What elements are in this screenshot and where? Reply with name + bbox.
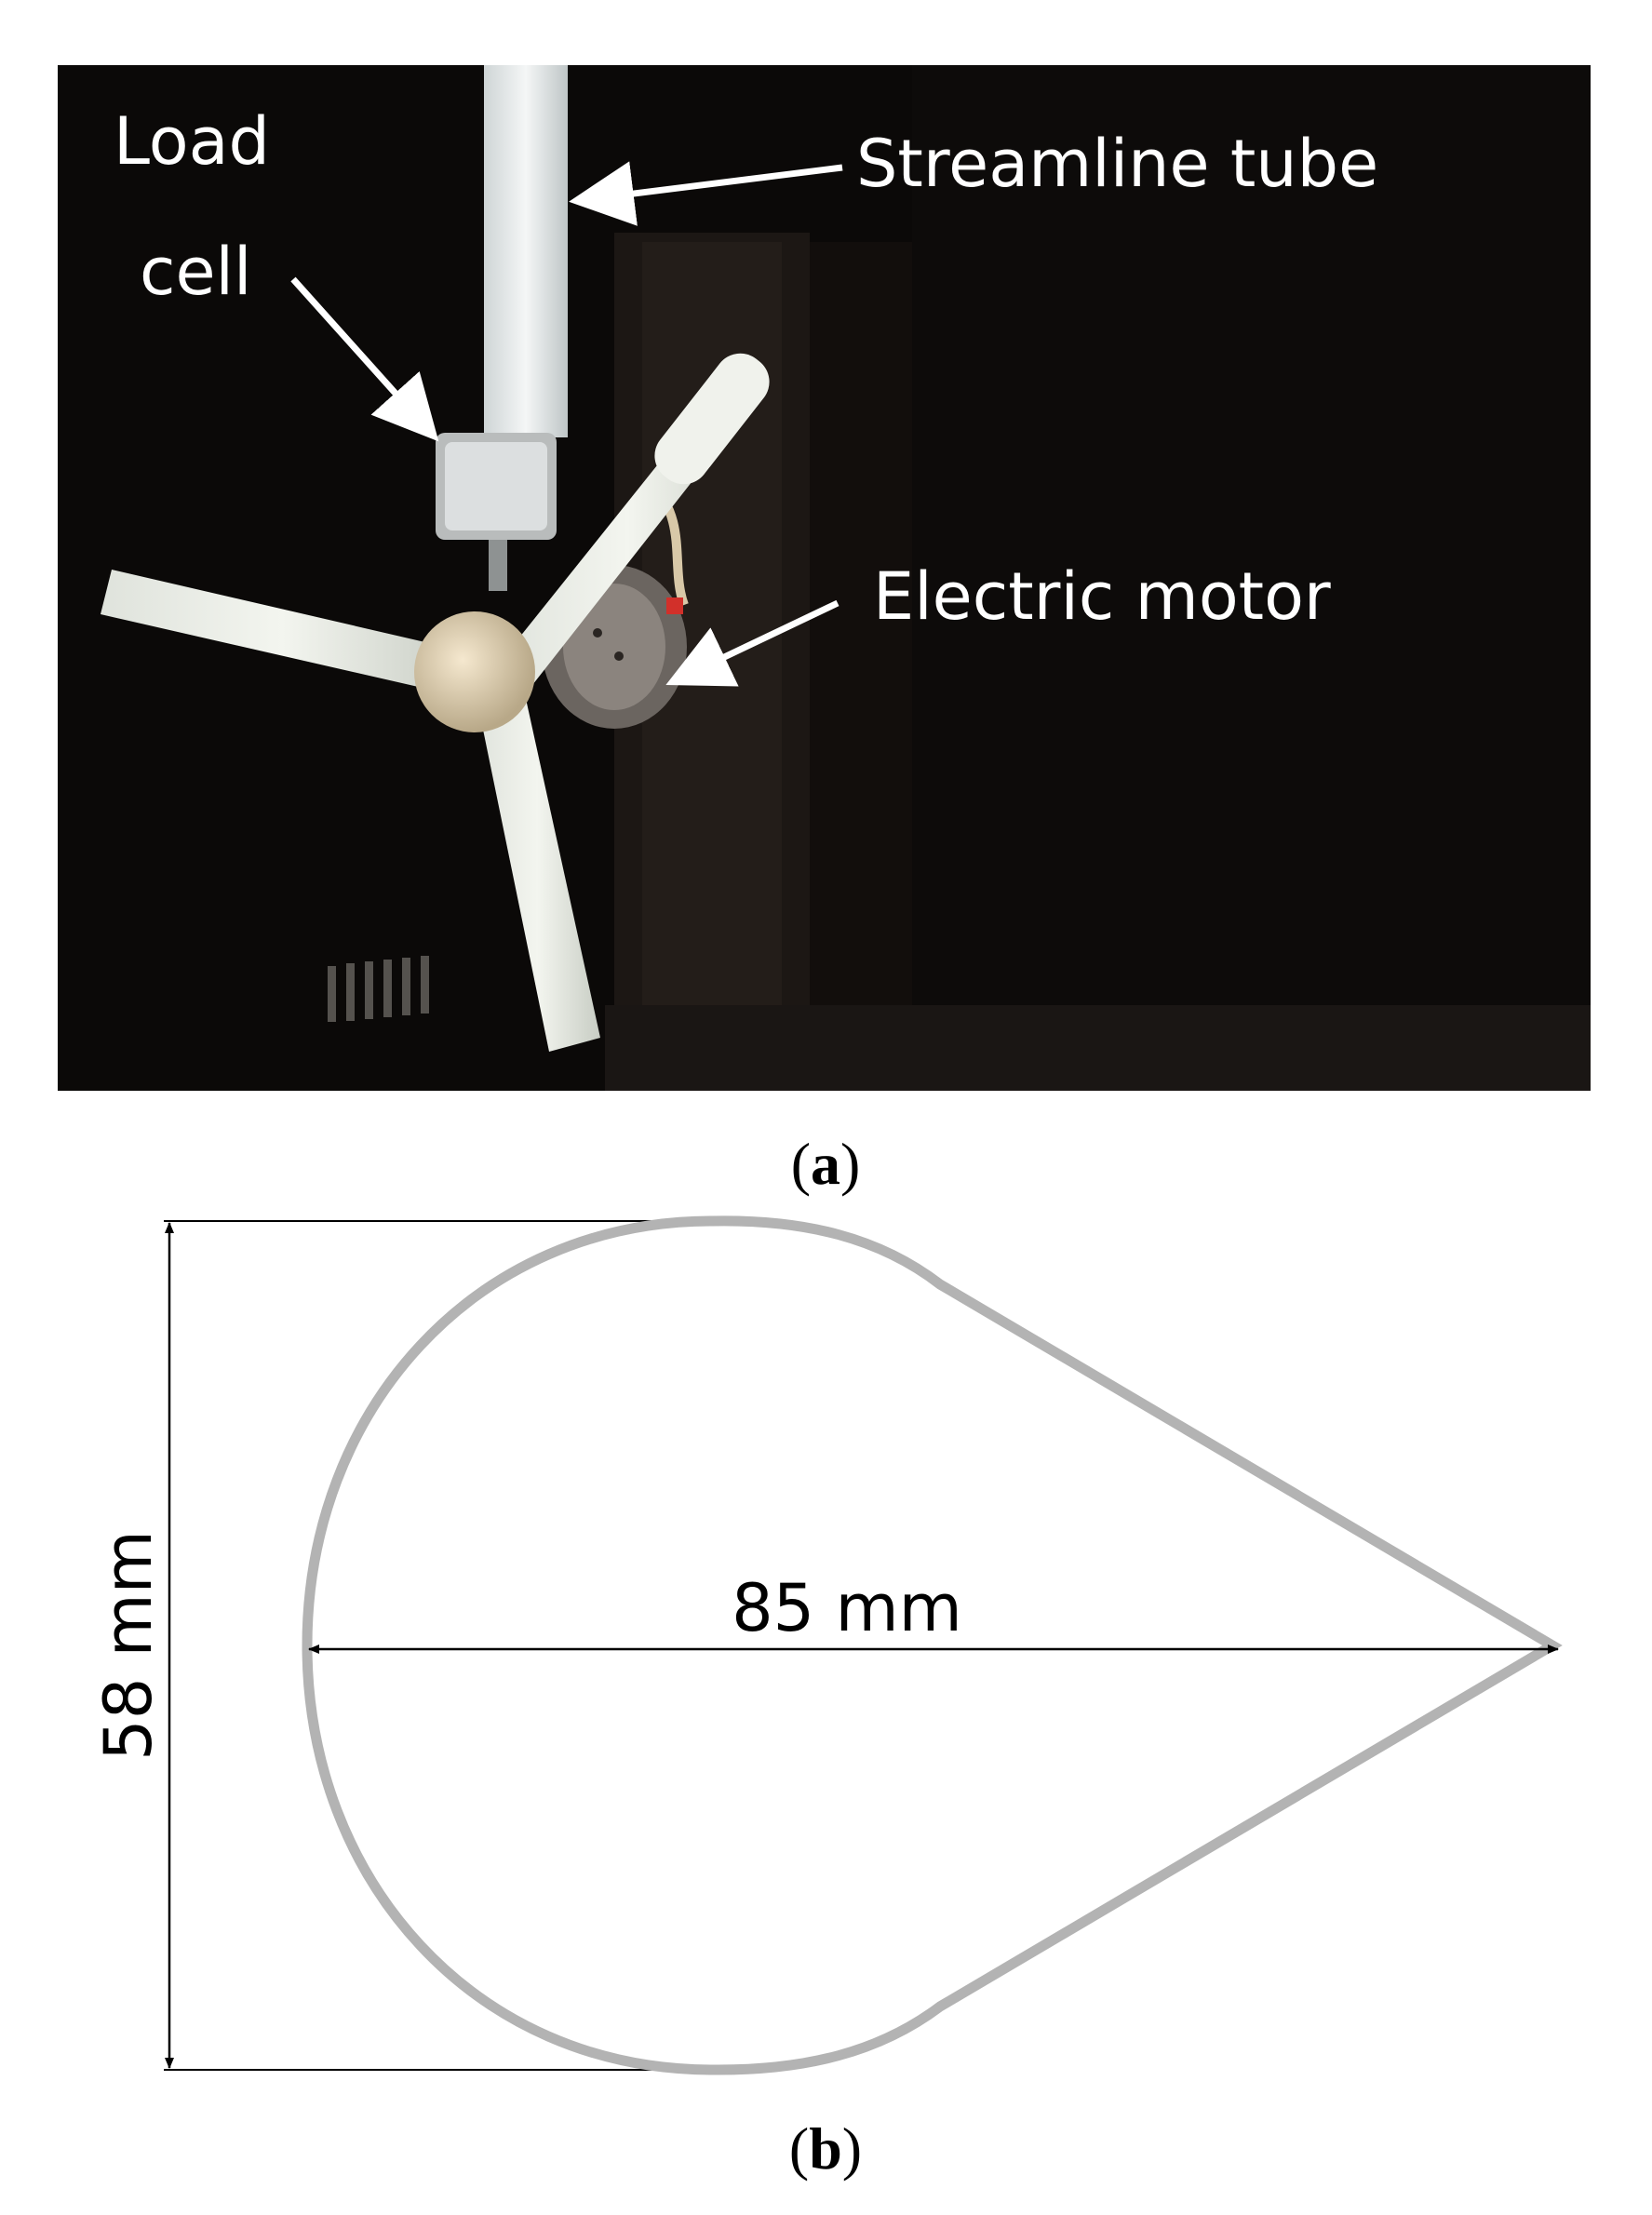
- load-cell-label-line1: Load: [114, 103, 270, 180]
- electric-motor-label: Electric motor: [873, 558, 1331, 635]
- length-dimension-label: 85 mm: [732, 1570, 962, 1646]
- teardrop-profile: [302, 1215, 1563, 2075]
- electric-motor-arrow: [665, 599, 839, 687]
- height-dimension-label: 58 mm: [90, 1530, 167, 1761]
- panel-a-label: (a): [791, 1131, 861, 1197]
- annotation-load-cell: Load cell: [114, 103, 439, 442]
- streamline-tube-label: Streamline tube: [856, 126, 1378, 202]
- load-cell-label-line2: cell: [140, 234, 251, 310]
- streamline-tube-arrow: [569, 161, 843, 226]
- load-cell-arrow: [290, 276, 439, 442]
- panel-b-label: (b): [789, 2115, 862, 2181]
- panel-a: Load cell Streamline tube Electric motor…: [58, 65, 1591, 1197]
- annotation-streamline-tube: Streamline tube: [569, 126, 1378, 226]
- panel-b: 58 mm 85 mm (b): [90, 1215, 1563, 2181]
- annotation-electric-motor: Electric motor: [665, 558, 1331, 687]
- test-rig-photo: [58, 65, 1591, 1091]
